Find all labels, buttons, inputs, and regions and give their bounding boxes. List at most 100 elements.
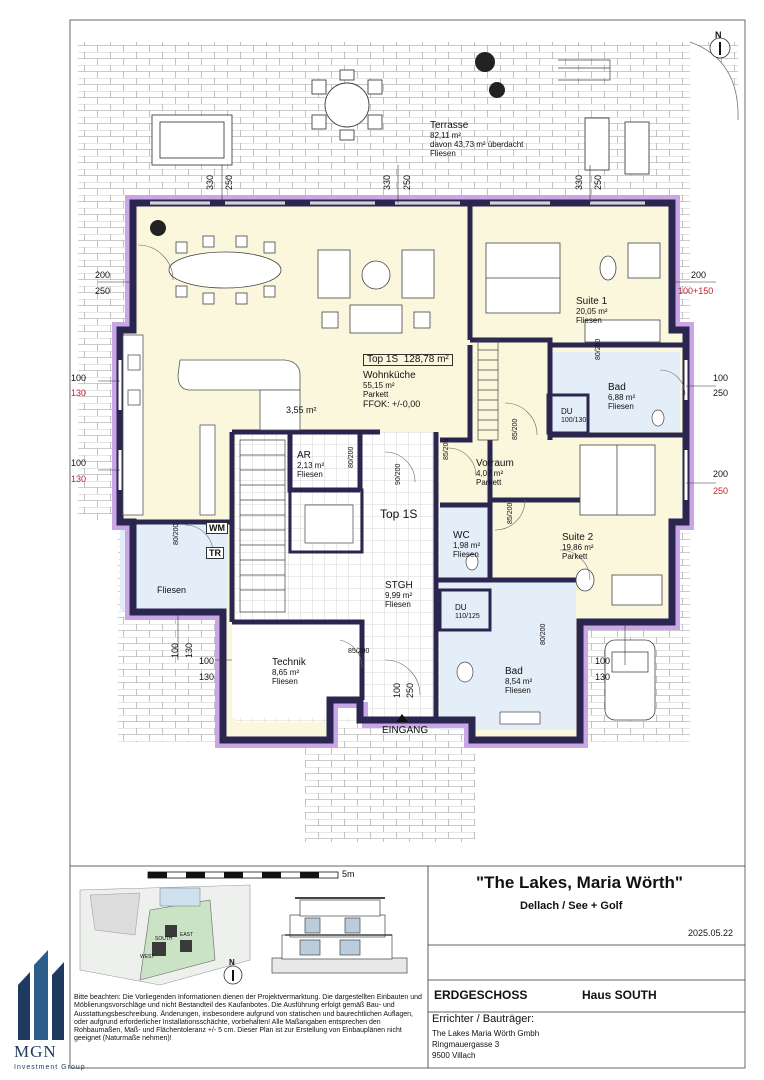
bad1-label: Bad 6,88 m² Fliesen bbox=[608, 382, 635, 412]
stgh-label: STGH 9,99 m² Fliesen bbox=[385, 580, 413, 610]
technik-name: Technik bbox=[272, 657, 306, 668]
bad2-name: Bad bbox=[505, 666, 523, 677]
wohnkueche-label: Wohnküche 55,15 m² Parkett FFOK: +/-0,00 bbox=[363, 370, 420, 409]
door-dim-8: 80/200 bbox=[348, 446, 355, 468]
wohnkueche-ffok: FFOK: +/-0,00 bbox=[363, 399, 421, 409]
terrasse-area: 82,11 m² bbox=[430, 131, 461, 140]
bad2-label: Bad 8,54 m² Fliesen bbox=[505, 666, 533, 696]
dim-top1-vert: 330 bbox=[205, 174, 215, 190]
laundry-label: Fliesen bbox=[157, 585, 187, 595]
dim-right1: 200 bbox=[691, 270, 707, 280]
terrasse-name: Terrasse bbox=[430, 120, 469, 131]
du2-label: DU 110/125 bbox=[455, 603, 480, 621]
page-frame bbox=[69, 19, 746, 1069]
wc-floor: Fliesen bbox=[453, 550, 479, 559]
terrasse-floor: Fliesen bbox=[430, 149, 456, 158]
project-subtitle: Dellach / See + Golf bbox=[520, 900, 623, 912]
door-dim-6: 85/200 bbox=[507, 502, 514, 524]
suite2-label: Suite 2 19,86 m² Parkett bbox=[562, 532, 594, 562]
developer-street: Ringmauergasse 3 bbox=[432, 1040, 500, 1049]
dim-right3b: 250 bbox=[713, 486, 729, 496]
dim-left1: 200 bbox=[95, 270, 111, 280]
stgh-floor: Fliesen bbox=[385, 600, 411, 609]
dim-top2-vert: 330 bbox=[382, 174, 392, 190]
disclaimer: Bitte beachten: Die Vorliegenden Informa… bbox=[74, 994, 422, 1043]
top1s-entry: Top 1S bbox=[380, 507, 418, 521]
dim-right1b: 100+150 bbox=[678, 286, 714, 296]
suite2-bed bbox=[575, 444, 663, 606]
dim-bottom3-vert: 100 bbox=[170, 642, 180, 658]
dim-right2: 100 bbox=[713, 373, 729, 383]
wc-area: 1,98 m² bbox=[453, 541, 481, 550]
ar-area: 2,13 m² bbox=[297, 461, 325, 470]
car bbox=[604, 639, 656, 721]
du1-dim: 100/130 bbox=[561, 417, 587, 424]
project-title: "The Lakes, Maria Wörth" bbox=[476, 873, 683, 892]
vorraum-area: 4,07 m² bbox=[476, 469, 504, 478]
door-dim-3: 85/200 bbox=[512, 418, 519, 440]
site-label-south: SOUTH bbox=[155, 936, 173, 942]
site-label-west: WEST bbox=[140, 954, 155, 960]
dim-bottom3b-vert: 130 bbox=[184, 642, 194, 658]
site-plan bbox=[79, 884, 251, 986]
technik-label: Technik 8,65 m² Fliesen bbox=[272, 657, 306, 687]
dim-left2b: 130 bbox=[71, 388, 87, 398]
ar-name: AR bbox=[297, 450, 311, 461]
du2-dim: 110/125 bbox=[455, 613, 480, 620]
vorraum-label: Vorraum 4,07 m² Parkett bbox=[476, 458, 514, 488]
developer-label: Errichter / Bauträger: bbox=[432, 1013, 535, 1025]
vorraum-floor: Parkett bbox=[476, 478, 502, 487]
dim-top3-vert: 330 bbox=[574, 174, 584, 190]
vorraum-name: Vorraum bbox=[476, 458, 514, 469]
wc-label: WC 1,98 m² Fliesen bbox=[453, 530, 481, 560]
suite1-name: Suite 1 bbox=[576, 296, 608, 307]
elevation-drawing bbox=[271, 897, 408, 974]
dim-right3: 200 bbox=[713, 469, 729, 479]
plant-icon bbox=[150, 52, 505, 236]
bad1-floor: Fliesen bbox=[608, 402, 634, 411]
dim-left1b: 250 bbox=[95, 286, 111, 296]
dim-top2b-vert: 250 bbox=[402, 174, 412, 190]
site-label-east: EAST bbox=[180, 932, 194, 938]
suite1-label: Suite 1 20,05 m² Fliesen bbox=[576, 296, 608, 326]
wc-floor bbox=[440, 505, 490, 580]
living-sofas bbox=[317, 249, 435, 334]
bad1-name: Bad bbox=[608, 382, 626, 393]
door-dim-2: 80/200 bbox=[595, 338, 602, 360]
mgn-logo bbox=[18, 950, 64, 1040]
suite1-floor: Fliesen bbox=[576, 316, 602, 325]
dim-top1b-vert: 250 bbox=[224, 174, 234, 190]
developer-city: 9500 Villach bbox=[432, 1051, 476, 1060]
dim-entry-vert: 100 bbox=[392, 682, 402, 698]
project-date: 2025.05.22 bbox=[688, 928, 734, 938]
unit-area: 128,78 m² bbox=[403, 354, 449, 365]
stgh-area: 9,99 m² bbox=[385, 591, 413, 600]
dim-left3: 100 bbox=[71, 458, 87, 468]
bad2-floor bbox=[440, 582, 576, 730]
bad2-area: 8,54 m² bbox=[505, 677, 533, 686]
door-dim-9: 85/200 bbox=[348, 648, 370, 655]
logo-text: MGN bbox=[14, 1042, 57, 1061]
north-label-site: N bbox=[229, 958, 235, 967]
terrasse-note: davon 43,73 m² überdacht bbox=[430, 140, 524, 149]
wohnkueche-area: 55,15 m² bbox=[363, 381, 395, 390]
ar-floor: Fliesen bbox=[297, 470, 323, 479]
wc-name: WC bbox=[453, 530, 470, 541]
dim-left3b: 130 bbox=[71, 474, 87, 484]
dim-top3b-vert: 250 bbox=[593, 174, 603, 190]
technik-area: 8,65 m² bbox=[272, 668, 300, 677]
laundry-floor bbox=[120, 520, 228, 610]
kitchen bbox=[122, 334, 301, 516]
developer-name: The Lakes Maria Wörth Gmbh bbox=[432, 1029, 540, 1038]
dim-bottom2b: 130 bbox=[595, 672, 611, 682]
door-dim-7: 80/200 bbox=[540, 623, 547, 645]
dim-bottom1: 100 bbox=[199, 656, 215, 666]
stgh-name: STGH bbox=[385, 580, 413, 591]
bad2-floor: Fliesen bbox=[505, 686, 531, 695]
terrace-furniture bbox=[151, 69, 650, 175]
stairs bbox=[239, 59, 611, 613]
wohnkueche-name: Wohnküche bbox=[363, 370, 416, 381]
wohnkueche-floor: Parkett bbox=[363, 390, 389, 399]
unit-name: Top 1S bbox=[367, 354, 399, 365]
